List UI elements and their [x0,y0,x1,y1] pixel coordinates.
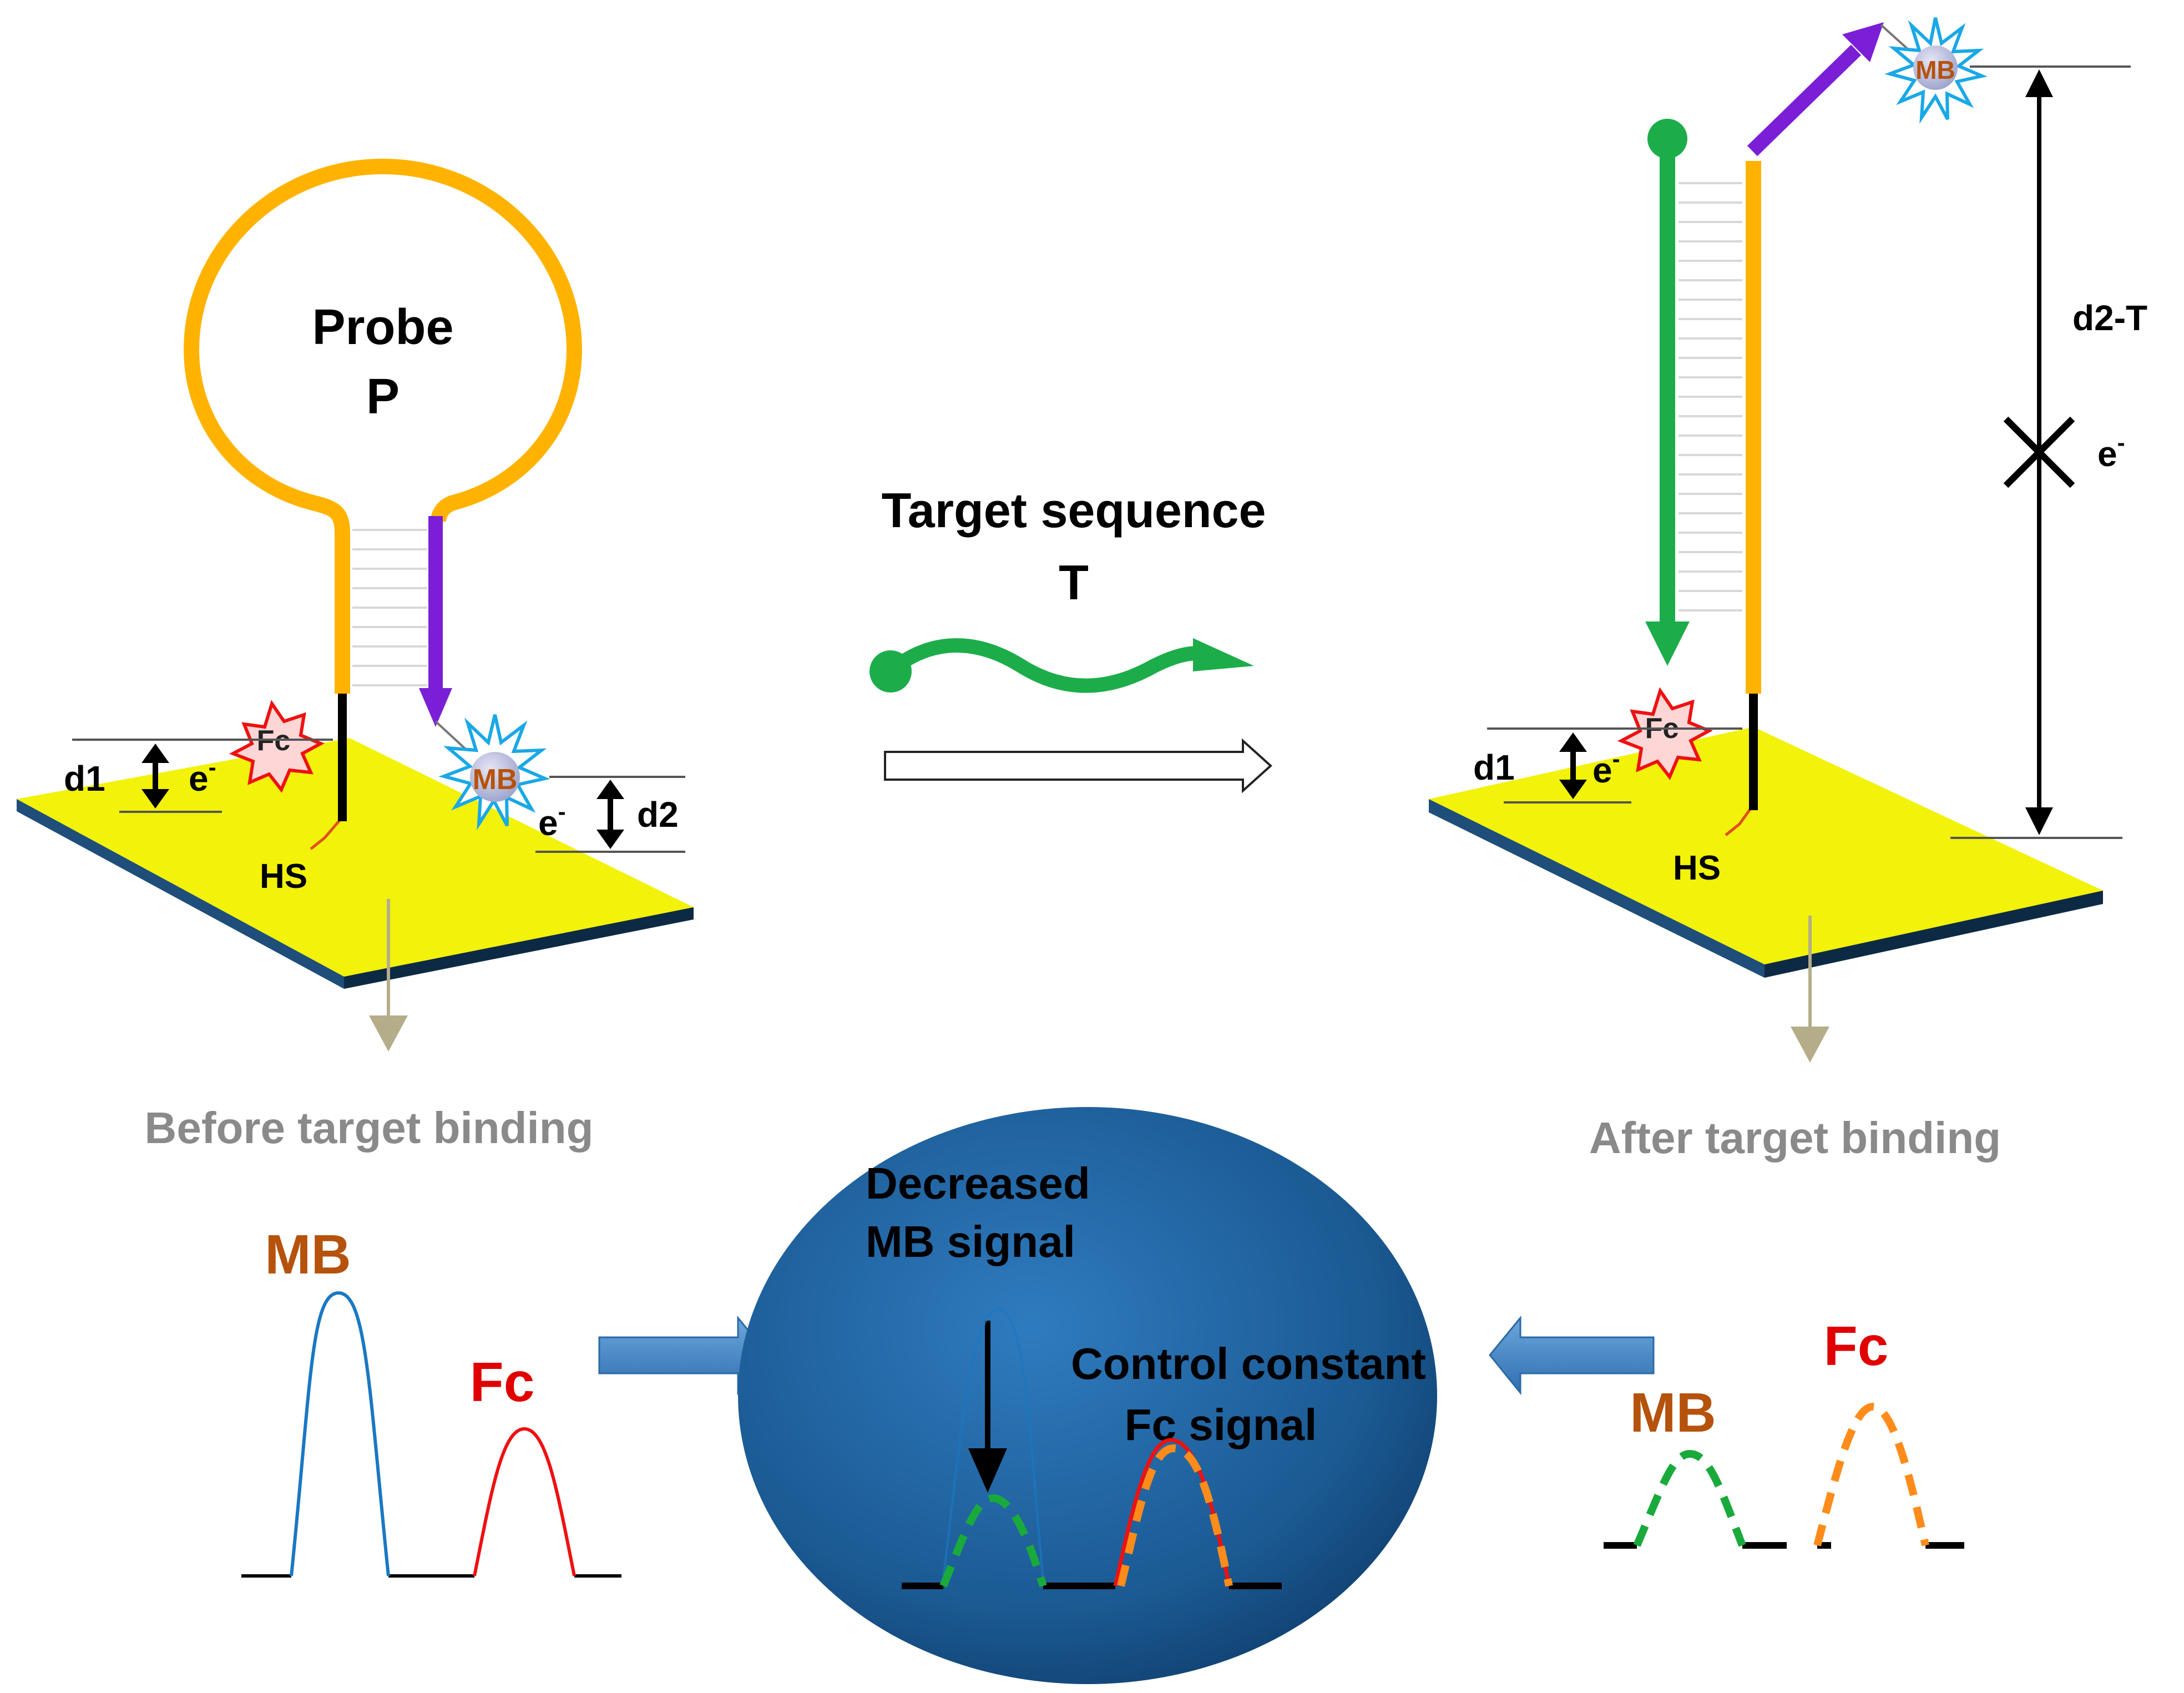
duplex-rungs-right [1679,182,1742,611]
e-label-d2t: e- [2097,429,2125,474]
d2-label-left: d2 [637,795,679,835]
hs-label-right: HS [1673,849,1721,887]
mb-peak-dashed-ellipse [939,1494,1047,1588]
mb-tether-right [1880,24,1910,51]
e-label-d1-left: e- [189,754,216,799]
target-ball-right [1647,119,1687,159]
process-arrow [884,738,1272,794]
mb-signal-label-before: MB [265,1224,351,1286]
mb-arm-right [1747,44,1862,156]
mb-signal-label-after: MB [1630,1382,1716,1444]
target-arrowhead-right [1645,621,1690,666]
d2t-label: d2-T [2072,298,2147,338]
probe-label-line2: P [366,369,400,424]
down-arrowhead-left [369,1015,408,1052]
fc-peak-dashed-after [1813,1402,1929,1547]
right-to-ellipse-arrow [1489,1315,1655,1396]
fc-star-left [229,700,325,793]
comparison-ellipse: Decreased MB signal Control constant Fc … [738,1107,1437,1684]
d2t-arrow-top [2025,69,2053,97]
d1-label-left: d1 [64,759,105,799]
target-strand-wave [888,638,1219,693]
thiol-linker-right [1725,803,1755,836]
d2-double-arrow-left [596,780,624,849]
mb-peak-before [290,1291,390,1576]
target-panel: Target sequence T [869,483,1272,794]
mb-label-left: MB [473,764,518,796]
electrode-edge-left [17,799,344,989]
ellipse-background [738,1107,1437,1684]
blocked-transfer-cross [2003,416,2075,488]
control-line1: Control constant [1071,1339,1426,1388]
target-label-line1: Target sequence [882,483,1266,538]
probe-label-line1: Probe [312,300,453,355]
after-caption: After target binding [1589,1113,2001,1163]
fc-signal-label-before: Fc [470,1351,535,1413]
probe-hairpin-loop [183,158,583,694]
before-caption: Before target binding [145,1103,594,1153]
fc-star-right [1617,687,1713,780]
d2t-arrow-bottom [2025,807,2053,835]
after-signals: MB Fc [1604,1315,1964,1549]
e-label-d1-right: e- [1593,746,1620,790]
mb-arm-arrowhead-left [419,688,452,727]
mb-ball-right [1913,46,1958,90]
target-strand-arrowhead [1193,638,1254,671]
stem-rungs-left [352,529,427,686]
decreased-line1: Decreased [866,1159,1090,1208]
e-label-d2-left: e- [538,799,566,843]
after-panel: HS [1429,17,2147,1163]
before-signals: MB Fc [241,1224,621,1578]
down-arrowhead-right [1791,1027,1829,1063]
mb-label-right: MB [1915,55,1955,84]
mb-arm-arrowhead-right [1842,22,1884,62]
fc-peak-dashed-ellipse [1117,1444,1233,1587]
electrode-edge-front-right [1765,891,2103,978]
control-line2: Fc signal [1125,1400,1317,1449]
d1-double-arrow-right [1559,732,1587,799]
gold-electrode-right [1429,727,2103,964]
electrode-edge-front-left [344,907,694,989]
decreased-line2: MB signal [866,1217,1075,1266]
d1-label-right: d1 [1473,747,1515,787]
fc-signal-label-after: Fc [1824,1315,1889,1377]
d1-double-arrow-left [141,744,169,808]
mb-ball-left [470,752,520,802]
fc-peak-before [473,1427,576,1576]
target-label-line2: T [1059,555,1089,610]
decrease-arrowhead [968,1448,1007,1493]
gold-electrode-left [17,738,694,977]
electrode-edge-right [1429,799,1765,978]
mb-peak-dashed-after [1633,1449,1746,1547]
target-strand-ball [869,650,912,693]
before-panel: HS MB Fc [17,158,694,1153]
original-mb-outline [942,1308,1044,1579]
hs-label-left: HS [260,857,307,896]
fc-peak-solid-ellipse [1113,1438,1231,1586]
thiol-linker-left [310,817,342,850]
